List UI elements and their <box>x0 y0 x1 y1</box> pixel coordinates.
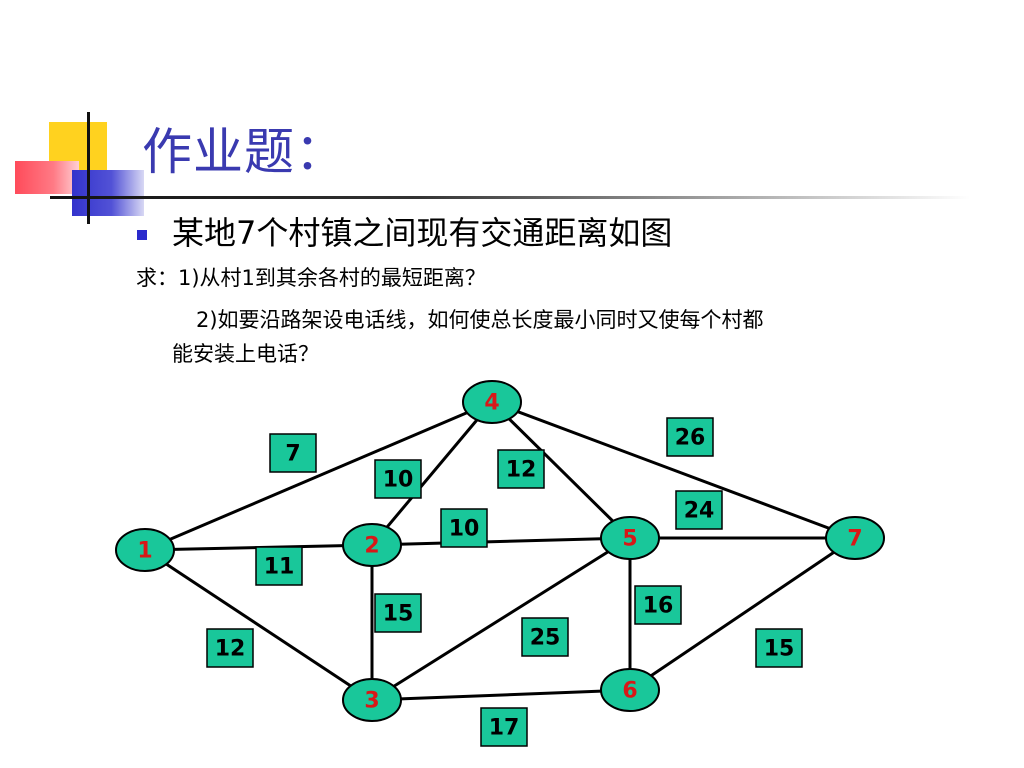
edge-1-3 <box>144 548 373 702</box>
question-2-continued: 能安装上电话？ <box>172 342 319 366</box>
node-circle <box>462 380 522 424</box>
weight-text: 15 <box>764 637 795 662</box>
weight-text: 26 <box>675 426 706 451</box>
weight-box <box>206 628 254 668</box>
weight-label-4-7: 26 <box>666 417 714 457</box>
weight-box <box>440 508 488 548</box>
weight-label-6-7: 15 <box>755 628 803 668</box>
weight-label-1-3: 12 <box>206 628 254 668</box>
decor-vertical-line <box>87 112 90 224</box>
weight-label-3-6: 17 <box>480 707 528 747</box>
node-circle <box>342 678 402 722</box>
question-2: 2)如要沿路架设电话线，如何使总长度最小同时又使每个村都 <box>196 308 764 332</box>
weight-text: 15 <box>383 602 414 627</box>
weight-text: 24 <box>684 499 715 524</box>
weight-label-2-3: 15 <box>374 593 422 633</box>
node-label: 4 <box>484 391 499 416</box>
edges-layer <box>144 400 856 702</box>
node-label: 1 <box>137 539 152 564</box>
weight-label-3-5: 25 <box>521 617 569 657</box>
bullet-text: 某地7个村镇之间现有交通距离如图 <box>172 214 673 252</box>
weight-label-5-6: 16 <box>634 585 682 625</box>
weight-box <box>480 707 528 747</box>
weight-text: 12 <box>506 458 537 483</box>
node-circle <box>825 516 885 560</box>
weight-box <box>675 490 723 530</box>
weight-label-2-4: 10 <box>374 459 422 499</box>
weight-box <box>269 433 317 473</box>
weight-box <box>374 593 422 633</box>
node-label: 2 <box>364 534 379 559</box>
weight-text: 12 <box>215 637 246 662</box>
edge-4-7 <box>491 400 856 540</box>
node-label: 5 <box>622 527 637 552</box>
edge-6-7 <box>629 536 856 692</box>
question-1: 求：1)从村1到其余各村的最短距离？ <box>136 266 486 290</box>
node-3: 3 <box>342 678 402 722</box>
weight-text: 25 <box>530 626 561 651</box>
node-circle <box>600 516 660 560</box>
node-1: 1 <box>115 528 175 572</box>
decor-blue-square <box>72 170 144 216</box>
edge-2-4 <box>370 401 494 546</box>
node-circle <box>600 668 660 712</box>
decor-red-bar <box>15 161 79 194</box>
weight-label-1-4: 7 <box>269 433 317 473</box>
weight-label-2-5: 10 <box>440 508 488 548</box>
weight-text: 11 <box>264 555 295 580</box>
weight-text: 10 <box>449 517 480 542</box>
weight-text: 10 <box>383 468 414 493</box>
slide-title: 作业题： <box>142 123 346 181</box>
weight-box <box>521 617 569 657</box>
title-underline <box>50 196 970 199</box>
edge-3-6 <box>371 688 631 702</box>
node-label: 6 <box>622 679 637 704</box>
weight-text: 17 <box>489 716 520 741</box>
node-label: 3 <box>364 689 379 714</box>
node-2: 2 <box>342 523 402 567</box>
weight-text: 7 <box>285 442 300 467</box>
bullet-marker <box>137 230 147 240</box>
weight-label-1-2: 11 <box>255 546 303 586</box>
edge-3-5 <box>371 536 631 702</box>
node-circle <box>115 528 175 572</box>
node-5: 5 <box>600 516 660 560</box>
node-4: 4 <box>462 380 522 424</box>
weight-text: 16 <box>643 594 674 619</box>
weight-box <box>497 449 545 489</box>
node-label: 7 <box>847 527 862 552</box>
node-7: 7 <box>825 516 885 560</box>
weight-box <box>666 417 714 457</box>
weight-box <box>255 546 303 586</box>
weight-box <box>755 628 803 668</box>
edge-4-5 <box>490 400 632 540</box>
edge-2-5 <box>371 536 631 547</box>
weight-box <box>634 585 682 625</box>
weight-label-5-7: 24 <box>675 490 723 530</box>
weight-box <box>374 459 422 499</box>
node-6: 6 <box>600 668 660 712</box>
node-circle <box>342 523 402 567</box>
weight-label-4-5: 12 <box>497 449 545 489</box>
edge-1-4 <box>144 400 493 552</box>
